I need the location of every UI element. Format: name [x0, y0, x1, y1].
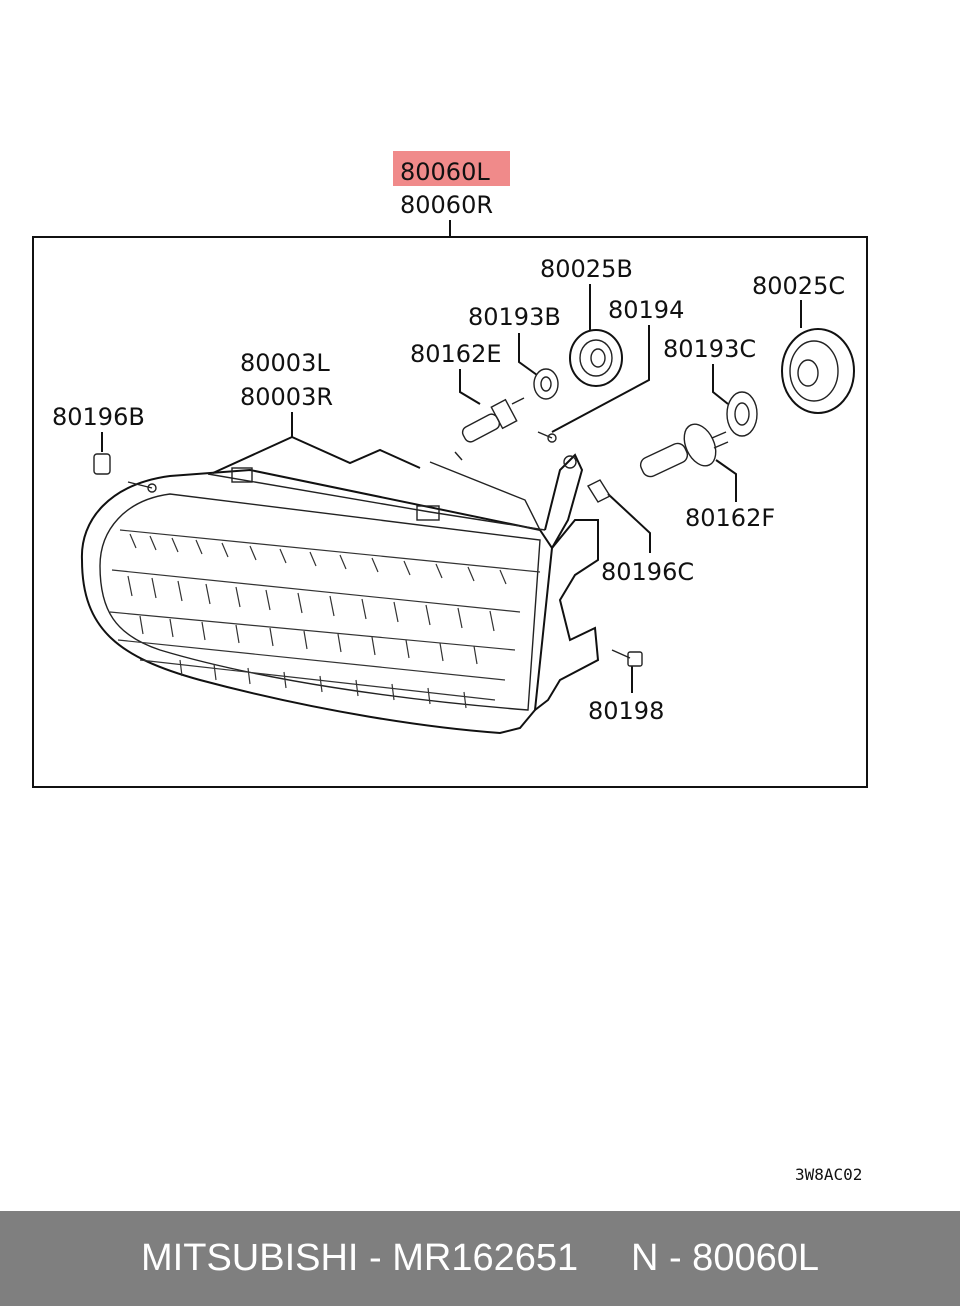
- bulb-80162F: [639, 423, 729, 478]
- clip-80196C: [586, 479, 612, 503]
- footer-part-number: MR162651: [392, 1237, 579, 1279]
- bolt-80198: [611, 649, 643, 667]
- assembly-frame: [32, 236, 868, 788]
- cap-80025B: [569, 329, 623, 387]
- label-80196B[interactable]: 80196B: [52, 403, 145, 431]
- screw-80196B: [127, 481, 157, 493]
- label-80025B[interactable]: 80025B: [540, 255, 633, 283]
- footer-bar: MITSUBISHI - MR162651 N - 80060L: [0, 1211, 960, 1306]
- label-80196C[interactable]: 80196C: [601, 558, 694, 586]
- label-80162F[interactable]: 80162F: [685, 504, 775, 532]
- ring-80193B: [533, 368, 559, 400]
- bulb-80162E: [461, 397, 525, 443]
- footer-gap: [578, 1237, 631, 1280]
- label-80193C[interactable]: 80193C: [663, 335, 756, 363]
- label-80003R[interactable]: 80003R: [240, 383, 333, 411]
- headlamp-drawing: [80, 451, 600, 735]
- leader-lines: [101, 284, 802, 693]
- label-80193B[interactable]: 80193B: [468, 303, 561, 331]
- label-80060L[interactable]: 80060L: [400, 158, 490, 186]
- cap-80025C: [781, 328, 855, 414]
- parts-diagram: 80060L 80060R 80025B 80194 80193B 80162E…: [32, 151, 868, 1184]
- footer-reference: N - 80060L: [630, 1237, 819, 1279]
- clip-80196B: [93, 453, 111, 475]
- screw-80194: [537, 431, 557, 443]
- highlight-box: [393, 151, 510, 186]
- ring-80193C: [726, 391, 758, 437]
- figure-reference: 3W8AC02: [795, 1165, 862, 1184]
- label-80025C[interactable]: 80025C: [752, 272, 845, 300]
- label-80060R[interactable]: 80060R: [400, 191, 493, 219]
- label-80003L[interactable]: 80003L: [240, 349, 330, 377]
- footer-separator: -: [358, 1237, 393, 1279]
- label-80198[interactable]: 80198: [588, 697, 664, 725]
- label-80194[interactable]: 80194: [608, 296, 684, 324]
- label-80162E[interactable]: 80162E: [410, 340, 502, 368]
- footer-brand: MITSUBISHI: [141, 1237, 359, 1279]
